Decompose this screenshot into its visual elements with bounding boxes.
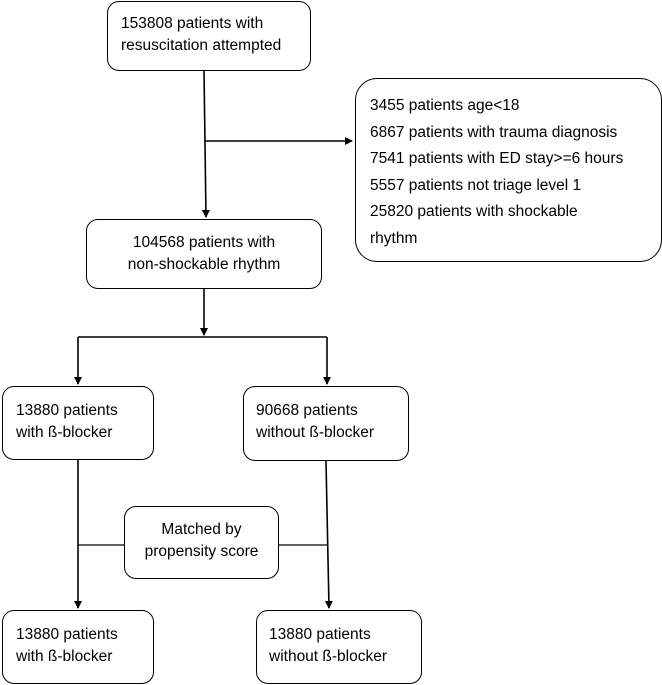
box-non-shockable-line1: 104568 patients with: [132, 234, 276, 251]
box-propensity-matching-line1: Matched by: [161, 521, 242, 538]
box-non-shockable-rhythm: 104568 patients with non-shockable rhyth…: [86, 219, 322, 289]
box-matched-with-line2: with ß-blocker: [16, 648, 113, 665]
exclusion-triage: 5557 patients not triage level 1: [370, 176, 582, 194]
box-resuscitation-attempted-line2: resuscitation attempted: [121, 37, 282, 54]
box-without-beta-blocker-line1: 90668 patients: [256, 402, 358, 419]
box-matched-without-line2: without ß-blocker: [269, 648, 388, 665]
box-matched-without-line1: 13880 patients: [269, 626, 371, 643]
box-non-shockable-line2: non-shockable rhythm: [127, 256, 281, 273]
arrow-without-to-matched-without: [324, 460, 333, 609]
exclusion-trauma: 6867 patients with trauma diagnosis: [370, 123, 618, 141]
box-resuscitation-attempted: 153808 patients with resuscitation attem…: [107, 1, 311, 71]
box-matched-without-beta-blocker: 13880 patients without ß-blocker: [256, 610, 422, 684]
box-matched-with-line1: 13880 patients: [16, 626, 118, 643]
exclusion-ed-stay: 7541 patients with ED stay>=6 hours: [370, 150, 624, 167]
box-without-beta-blocker: 90668 patients without ß-blocker: [243, 386, 409, 461]
box-with-beta-blocker: 13880 patients with ß-blocker: [2, 386, 154, 460]
box-resuscitation-attempted-line1: 153808 patients with: [121, 15, 264, 32]
box-propensity-matching-line2: propensity score: [144, 543, 259, 560]
box-propensity-matching: Matched by propensity score: [124, 506, 279, 579]
exclusion-age: 3455 patients age<18: [370, 97, 520, 114]
box-exclusions: 3455 patients age<18 6867 patients with …: [355, 78, 662, 262]
box-without-beta-blocker-line2: without ß-blocker: [256, 424, 375, 441]
box-with-beta-blocker-line1: 13880 patients: [16, 402, 118, 419]
arrow-start-to-nonshockable: [201, 70, 210, 218]
exclusion-shockable-cont: rhythm: [370, 229, 418, 247]
box-matched-with-beta-blocker: 13880 patients with ß-blocker: [2, 610, 154, 684]
exclusion-shockable: 25820 patients with shockable: [370, 203, 578, 220]
box-with-beta-blocker-line2: with ß-blocker: [16, 424, 113, 441]
